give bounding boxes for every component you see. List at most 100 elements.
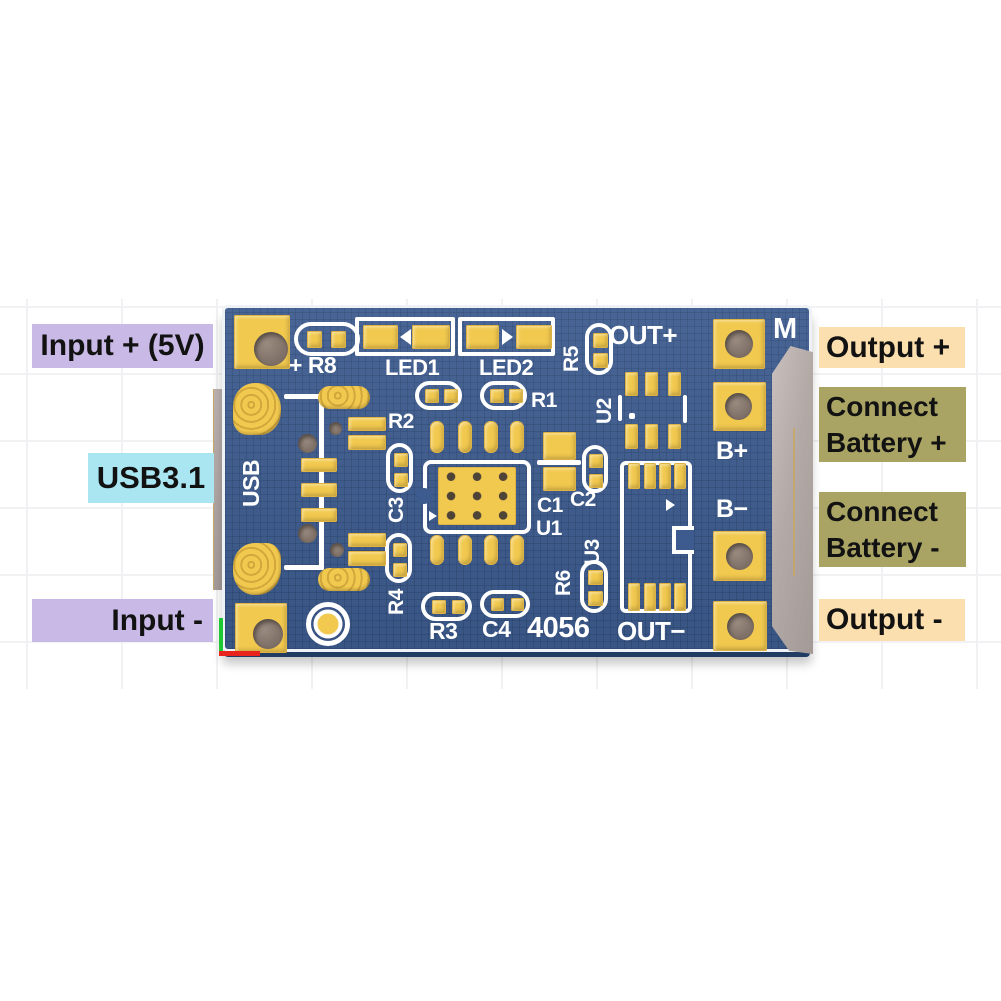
trace [319,543,324,570]
callout-connect-battery-plus: Connect Battery + [819,387,966,462]
drill-hole [329,422,342,435]
callout-input-minus: Input - [32,599,213,642]
smd-pad [659,583,671,611]
pad-out-minus [713,601,767,651]
smd-pad [491,598,504,611]
smd-pad [543,467,576,491]
pad-input-plus [234,315,290,369]
silk-label-r5: R5 [560,346,583,372]
silk-label-m: M [773,313,797,345]
footprint-led2 [458,317,555,356]
silk-label-b-plus: B+ [716,437,748,465]
smd-pad [393,563,407,577]
usb-pin-pad [301,483,337,497]
silk-label-led2: LED2 [479,355,534,380]
smd-pad [432,600,446,614]
smd-pad [458,535,472,565]
footprint-c2 [582,445,608,493]
smd-pad [484,535,498,565]
footprint-r1 [480,381,527,410]
smd-pad [425,389,439,403]
smd-pad [645,372,658,396]
drill-hole [254,332,288,366]
usb-pin-pad [301,458,337,472]
footprint-r4 [385,533,412,583]
silk-label-usb: USB [238,459,264,507]
usb-pin-pad [348,533,386,547]
smd-pad [593,353,608,368]
smd-pad [484,421,498,453]
silk-label-r3: R3 [429,618,458,644]
smd-pad [331,331,346,348]
callout-output-minus: Output - [819,599,965,641]
smd-pad [466,325,499,349]
footprint-c3 [386,443,413,493]
smd-pad [645,424,658,449]
usb-mount-pad [318,568,370,591]
smd-pad [516,325,552,349]
silk-label-c1: C1 [537,494,563,517]
smd-pad [668,424,681,449]
smd-pad [628,463,640,489]
smd-pad [625,424,638,449]
origin-x-axis [219,651,260,656]
smd-pad [588,591,603,606]
smd-pad [589,474,603,488]
usb-pin-pad [348,435,386,450]
drill-hole [298,434,317,453]
silk-label-r2: R2 [388,410,414,433]
footprint-small [415,381,462,410]
u1-pin1-mark [429,511,437,521]
pcb-board: + R8 LED1 LED2 R5 OUT+ M [222,305,812,653]
smd-pad [659,463,671,489]
footprint-c4 [480,590,530,618]
footprint-r6 [580,560,608,613]
smd-pad [307,331,322,348]
silk-label-r8: + R8 [289,352,337,378]
smd-pad [644,463,656,489]
u1-notch [416,488,432,504]
silk-line [618,395,622,421]
smd-pad [394,453,408,467]
smd-pad [394,473,408,487]
smd-pad [430,421,444,453]
pad-b-minus [713,531,766,581]
drill-hole [725,330,753,358]
smd-pad [593,333,608,348]
connector-tab-outline [793,428,795,576]
pad-out-plus [713,319,765,369]
smd-pad [412,325,450,349]
smd-pad [393,543,407,557]
smd-pad [674,463,686,489]
smd-pad [588,570,603,585]
silk-label-c3: C3 [385,497,408,523]
drill-hole [725,393,752,420]
usb-pin-pad [301,508,337,522]
smd-pad [674,583,686,611]
trace [319,446,324,548]
smd-pad [444,389,458,403]
smd-pad [625,372,638,396]
smd-pad [458,421,472,453]
smd-pad [511,598,524,611]
smd-pad [452,600,465,614]
silk-label-r6: R6 [552,570,575,596]
smd-pad [430,535,444,565]
test-point-center [313,609,343,639]
smd-pad [509,389,523,403]
silk-label-out-plus: OUT+ [609,320,678,350]
silk-label-led1: LED1 [385,355,440,380]
silk-label-c4: C4 [482,616,511,642]
drill-hole [726,543,753,570]
connector-tab-right [772,346,813,654]
drill-hole [253,619,283,649]
drill-hole [330,543,344,557]
silk-pin1-mark [629,413,635,419]
smd-pad [510,535,524,565]
origin-y-axis [219,618,223,655]
footprint-r5 [585,323,613,375]
usb-mount-pad [233,383,281,435]
smd-pad [589,454,603,468]
smd-pad [543,432,576,460]
